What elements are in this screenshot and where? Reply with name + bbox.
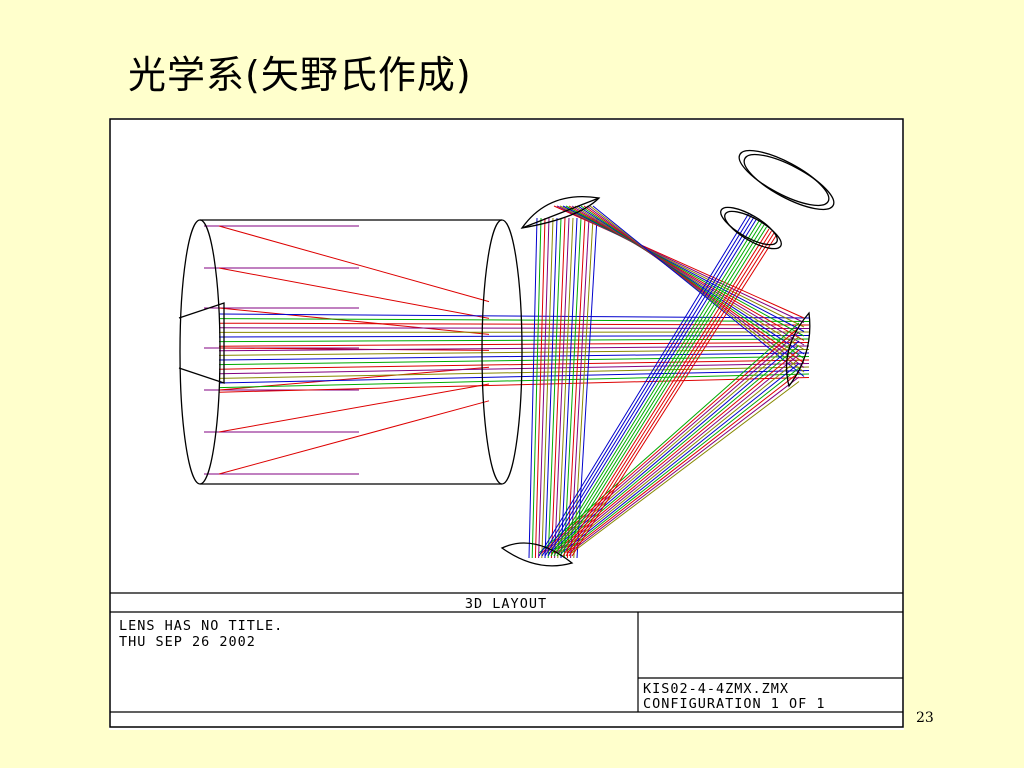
ray-fold-vertical	[544, 217, 558, 559]
ray-top-to-right	[568, 205, 805, 341]
optical-layout-drawing: 3D LAYOUT LENS HAS NO TITLE. THU SEP 26 …	[109, 118, 904, 728]
ray-bundle-to-right-mirror	[218, 335, 810, 338]
ray-to-detector	[562, 228, 770, 557]
ray-bundle-to-right-mirror	[218, 313, 810, 319]
ray-to-detector	[550, 220, 760, 557]
ray-to-detector	[547, 218, 757, 557]
ray-converging	[218, 307, 490, 335]
ray-to-detector	[568, 232, 775, 557]
zemax-3d-layout: 3D LAYOUT LENS HAS NO TITLE. THU SEP 26 …	[109, 118, 904, 730]
ray-fold-vertical	[531, 217, 542, 559]
ray-right-to-bottom	[566, 372, 800, 554]
ray-to-detector	[538, 212, 750, 557]
detector-disk-1	[738, 149, 830, 207]
detector-disk-2	[743, 153, 835, 211]
ray-fold-vertical	[541, 217, 554, 559]
lens-1-bevel	[178, 302, 225, 384]
ray-bundle-to-right-mirror	[218, 342, 810, 347]
panel-title: 3D LAYOUT	[465, 596, 547, 612]
ray-bundle-to-right-mirror	[218, 345, 810, 352]
ray-right-to-bottom	[543, 331, 800, 554]
ray-fold-vertical	[547, 217, 562, 559]
slide-title: 光学系(矢野氏作成)	[128, 53, 472, 97]
ray-to-detector	[541, 214, 752, 557]
fold-mirror-top-rim	[521, 197, 600, 229]
layout-date: THU SEP 26 2002	[119, 634, 256, 650]
ray-fold-vertical	[573, 217, 594, 559]
ray-top-to-right	[565, 205, 805, 337]
ray-converging	[218, 225, 490, 303]
bottom-mirror	[500, 542, 574, 567]
ray-right-to-bottom	[553, 349, 800, 554]
ray-bundle-to-right-mirror	[218, 363, 810, 375]
ray-fold-vertical	[570, 217, 590, 559]
optics-outlines	[178, 149, 835, 567]
filter-disk-1	[720, 206, 778, 246]
ray-right-to-bottom	[568, 376, 800, 554]
ray-fold-vertical	[550, 217, 566, 559]
ray-bundle-to-right-mirror	[218, 377, 810, 393]
ray-right-to-bottom	[563, 367, 800, 554]
ray-top-to-right	[562, 205, 805, 332]
ray-to-detector	[553, 222, 762, 557]
ray-bundle-to-right-mirror	[218, 352, 810, 361]
ray-bundle-to-right-mirror	[218, 338, 810, 343]
frame-border	[109, 118, 904, 728]
ray-bundle-to-right-mirror	[218, 359, 810, 370]
ray-fold-vertical	[566, 217, 586, 559]
ray-top-to-right	[574, 205, 805, 350]
ray-bundle-to-right-mirror	[218, 349, 810, 356]
slide-page-number: 23	[916, 710, 934, 726]
ray-fold-vertical	[554, 217, 570, 559]
ray-bundle-to-right-mirror	[218, 366, 810, 379]
ray-bundle-to-right-mirror	[218, 370, 810, 384]
ray-bundle-to-right-mirror	[218, 327, 810, 329]
ray-right-to-bottom	[546, 336, 800, 554]
ray-to-detector	[556, 224, 765, 557]
ray-fold-vertical	[576, 217, 598, 559]
ray-bundle-to-right-mirror	[218, 373, 810, 389]
ray-to-detector	[544, 216, 755, 557]
lens-2-right-surface	[481, 219, 523, 485]
ray-right-to-bottom	[558, 358, 800, 554]
ray-right-to-bottom	[571, 381, 800, 554]
ray-right-to-bottom	[561, 363, 800, 554]
lens-1-left-surface	[179, 219, 221, 485]
ray-fold-vertical	[534, 217, 546, 559]
ray-top-to-right	[583, 205, 805, 364]
ray-bundle-to-right-mirror	[218, 322, 810, 326]
configuration-label: CONFIGURATION 1 OF 1	[643, 696, 826, 712]
ray-fold-vertical	[563, 217, 582, 559]
ray-top-to-right	[577, 205, 805, 355]
ray-to-detector	[571, 234, 777, 557]
ray-top-to-right	[586, 205, 805, 368]
ray-top-to-right	[559, 205, 805, 328]
ray-top-to-right	[571, 205, 805, 346]
ray-to-detector	[559, 226, 767, 557]
ray-right-to-bottom	[548, 340, 800, 554]
ray-trace-lines	[204, 205, 810, 559]
ray-converging	[218, 383, 490, 433]
ray-right-to-bottom	[541, 327, 800, 554]
ray-bundle-to-right-mirror	[218, 356, 810, 366]
ray-converging	[218, 400, 490, 475]
ray-fold-vertical	[528, 217, 538, 559]
ray-fold-vertical	[538, 217, 550, 559]
ray-fold-vertical	[557, 217, 574, 559]
ray-to-detector	[565, 230, 772, 557]
ray-converging	[218, 347, 490, 351]
ray-top-to-right	[580, 205, 805, 359]
filter-disk-2	[724, 210, 782, 250]
ray-top-to-right	[592, 205, 805, 377]
right-mirror	[785, 311, 811, 388]
file-name: KIS02-4-4ZMX.ZMX	[643, 681, 789, 697]
ray-fold-vertical	[560, 217, 578, 559]
lens-title: LENS HAS NO TITLE.	[119, 618, 283, 634]
ray-right-to-bottom	[556, 354, 800, 554]
ray-converging	[218, 267, 490, 319]
ray-bundle-to-right-mirror	[218, 318, 810, 322]
ray-top-to-right	[589, 205, 805, 373]
